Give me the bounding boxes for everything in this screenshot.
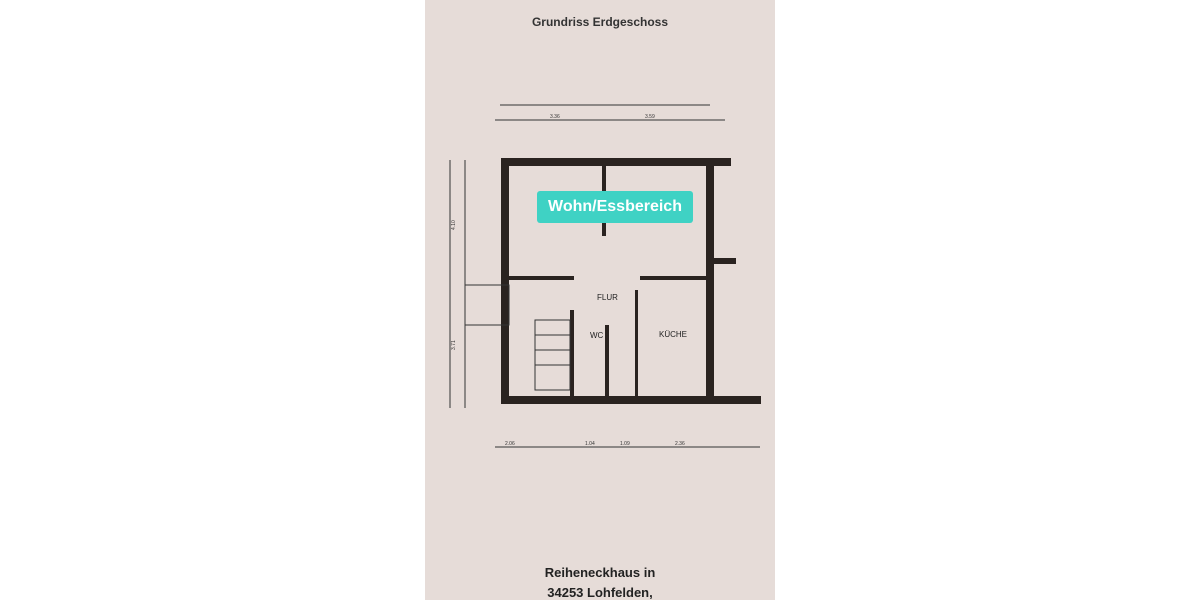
dim-top-2: 3.59 <box>645 114 655 120</box>
walls <box>501 158 761 404</box>
dim-bottom-2: 1.04 <box>585 441 595 447</box>
dim-left-1: 4.10 <box>451 220 457 230</box>
room-highlight-label: Wohn/Essbereich <box>537 191 693 223</box>
caption-line-1: Reiheneckhaus in <box>544 565 656 580</box>
room-kueche: KÜCHE <box>659 330 687 339</box>
dim-bottom-1: 2.06 <box>505 441 515 447</box>
caption-line-2: 34253 Lohfelden, <box>547 585 653 600</box>
plan-title: Grundriss Erdgeschoss <box>531 15 669 29</box>
caption: Reiheneckhaus in 34253 Lohfelden, <box>425 563 775 603</box>
floor-plan-sheet: Grundriss Erdgeschoss 3.36 3.59 2.06 <box>425 0 775 600</box>
dim-bottom-4: 2.36 <box>675 441 685 447</box>
floor-plan-drawing: 3.36 3.59 2.06 1.04 1.09 2.36 4.10 3.71 … <box>449 104 761 448</box>
room-wc: WC <box>590 331 604 340</box>
dim-left-2: 3.71 <box>451 340 457 350</box>
dim-top-1: 3.36 <box>550 114 560 120</box>
dim-bottom-3: 1.09 <box>620 441 630 447</box>
room-flur: FLUR <box>597 293 618 302</box>
